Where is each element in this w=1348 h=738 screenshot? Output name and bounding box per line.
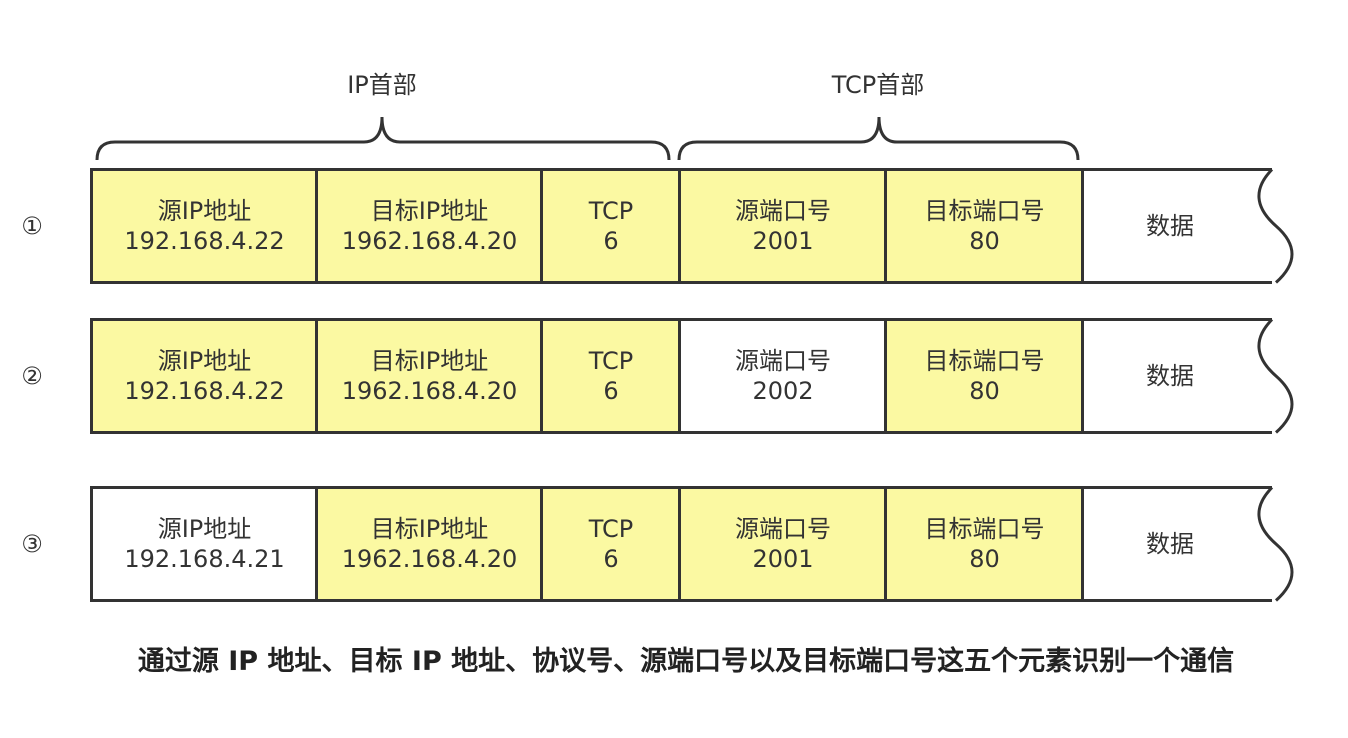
protocol-cell: TCP 6 [540, 318, 679, 434]
field-label: 源IP地址 [157, 197, 252, 225]
packet-row-3: ③ 源IP地址 192.168.4.21 目标IP地址 1962.168.4.2… [0, 486, 1348, 602]
field-label: TCP [588, 197, 634, 225]
field-value: 6 [603, 227, 619, 255]
field-value: 192.168.4.22 [124, 227, 285, 255]
protocol-cell: TCP 6 [540, 168, 679, 284]
data-cell: 数据 [1081, 486, 1276, 602]
destination-port-cell: 目标端口号 80 [884, 318, 1082, 434]
data-label: 数据 [1146, 212, 1194, 240]
field-value: 2002 [752, 377, 814, 405]
row-marker: ② [21, 362, 43, 390]
data-label: 数据 [1146, 530, 1194, 558]
field-value: 1962.168.4.20 [341, 545, 518, 573]
field-label: 源端口号 [735, 197, 831, 225]
field-label: 源IP地址 [157, 515, 252, 543]
field-label: 目标端口号 [924, 347, 1045, 375]
field-value: 192.168.4.22 [124, 377, 285, 405]
ip-header-brace [95, 116, 671, 161]
field-value: 6 [603, 545, 619, 573]
field-label: 源端口号 [735, 515, 831, 543]
source-ip-cell: 源IP地址 192.168.4.22 [90, 318, 316, 434]
field-label: TCP [588, 515, 634, 543]
destination-ip-cell: 目标IP地址 1962.168.4.20 [315, 486, 541, 602]
torn-edge-icon [1257, 486, 1306, 602]
data-label: 数据 [1146, 362, 1194, 390]
header-braces [95, 116, 1080, 161]
source-ip-cell: 源IP地址 192.168.4.21 [90, 486, 316, 602]
field-value: 80 [969, 377, 1000, 405]
field-value: 6 [603, 377, 619, 405]
field-label: 目标端口号 [924, 197, 1045, 225]
data-cell: 数据 [1081, 318, 1276, 434]
field-value: 1962.168.4.20 [341, 377, 518, 405]
field-value: 2001 [752, 227, 814, 255]
packet-row-1: ① 源IP地址 192.168.4.22 目标IP地址 1962.168.4.2… [0, 168, 1348, 284]
diagram-caption: 通过源 IP 地址、目标 IP 地址、协议号、源端口号以及目标端口号这五个元素识… [137, 646, 1235, 677]
field-value: 2001 [752, 545, 814, 573]
field-label: 目标IP地址 [370, 347, 489, 375]
torn-edge-icon [1257, 318, 1306, 434]
row-marker: ③ [21, 530, 43, 558]
packet-row-2: ② 源IP地址 192.168.4.22 目标IP地址 1962.168.4.2… [0, 318, 1348, 434]
field-label: 目标IP地址 [370, 197, 489, 225]
field-value: 80 [969, 227, 1000, 255]
field-value: 80 [969, 545, 1000, 573]
tcp-header-label: TCP首部 [831, 71, 925, 99]
field-value: 192.168.4.21 [124, 545, 285, 573]
destination-port-cell: 目标端口号 80 [884, 168, 1082, 284]
tcp-header-brace [677, 116, 1080, 161]
source-ip-cell: 源IP地址 192.168.4.22 [90, 168, 316, 284]
torn-edge-icon [1257, 168, 1306, 284]
data-cell: 数据 [1081, 168, 1276, 284]
source-port-cell: 源端口号 2002 [678, 318, 885, 434]
destination-port-cell: 目标端口号 80 [884, 486, 1082, 602]
destination-ip-cell: 目标IP地址 1962.168.4.20 [315, 168, 541, 284]
field-value: 1962.168.4.20 [341, 227, 518, 255]
source-port-cell: 源端口号 2001 [678, 168, 885, 284]
protocol-cell: TCP 6 [540, 486, 679, 602]
row-marker: ① [21, 212, 43, 240]
field-label: TCP [588, 347, 634, 375]
destination-ip-cell: 目标IP地址 1962.168.4.20 [315, 318, 541, 434]
field-label: 源IP地址 [157, 347, 252, 375]
source-port-cell: 源端口号 2001 [678, 486, 885, 602]
field-label: 目标端口号 [924, 515, 1045, 543]
field-label: 源端口号 [735, 347, 831, 375]
ip-header-label: IP首部 [347, 71, 417, 99]
field-label: 目标IP地址 [370, 515, 489, 543]
